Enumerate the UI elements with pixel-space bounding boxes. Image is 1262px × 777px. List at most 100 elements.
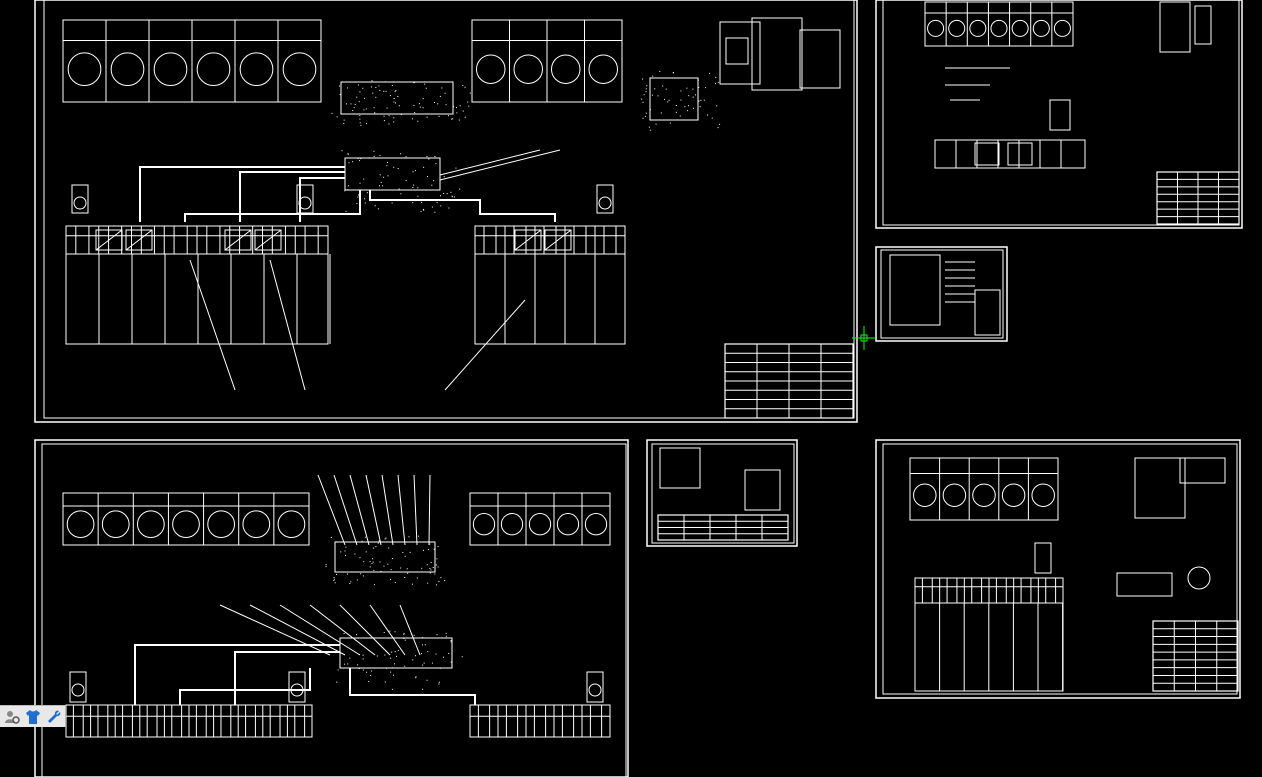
cad-circle <box>589 684 601 696</box>
cad-circle <box>68 53 101 86</box>
soil-hatch <box>344 120 345 121</box>
soil-hatch <box>390 95 391 96</box>
cad-circle <box>473 514 494 535</box>
soil-hatch <box>456 107 457 108</box>
tank-outline <box>470 493 610 545</box>
cad-line <box>429 475 430 545</box>
soil-hatch <box>413 185 414 186</box>
soil-hatch <box>395 90 396 91</box>
soil-hatch <box>434 549 435 550</box>
soil-hatch <box>445 93 446 94</box>
soil-hatch <box>386 91 387 92</box>
soil-hatch <box>453 106 454 107</box>
soil-hatch <box>715 83 716 84</box>
soil-hatch <box>365 202 366 203</box>
wrench-icon[interactable] <box>44 708 63 726</box>
soil-hatch <box>664 99 665 100</box>
user-settings-icon[interactable] <box>2 708 21 726</box>
cad-circle <box>1033 20 1049 36</box>
soil-hatch <box>428 549 429 550</box>
soil-hatch <box>331 113 332 114</box>
cad-circle <box>243 511 270 538</box>
soil-hatch <box>373 548 374 549</box>
soil-hatch <box>354 107 355 108</box>
soil-hatch <box>650 77 651 78</box>
cad-line <box>334 475 357 545</box>
soil-hatch <box>367 192 368 193</box>
soil-hatch <box>397 96 398 97</box>
soil-hatch <box>415 170 416 171</box>
soil-hatch <box>422 665 423 666</box>
soil-hatch <box>421 202 422 203</box>
soil-hatch <box>693 108 694 109</box>
cad-pipe <box>185 190 360 222</box>
soil-hatch <box>393 117 394 118</box>
soil-hatch <box>359 115 360 116</box>
soil-hatch <box>436 558 437 559</box>
soil-hatch <box>326 564 327 565</box>
soil-hatch <box>371 86 372 87</box>
soil-hatch <box>467 102 468 103</box>
soil-hatch <box>423 550 424 551</box>
soil-hatch <box>385 538 386 539</box>
soil-hatch <box>360 122 361 123</box>
soil-hatch <box>688 95 689 96</box>
soil-hatch <box>392 558 393 559</box>
soil-hatch <box>377 655 378 656</box>
equipment-row <box>470 705 610 737</box>
soil-hatch <box>393 121 394 122</box>
soil-hatch <box>417 121 418 122</box>
soil-hatch <box>438 567 439 568</box>
soil-hatch <box>415 676 416 677</box>
drawing-sheet-3 <box>876 247 1007 341</box>
soil-hatch <box>434 212 435 213</box>
soil-hatch <box>446 633 447 634</box>
soil-hatch <box>357 197 358 198</box>
cad-line <box>382 475 393 545</box>
cad-line <box>440 150 540 175</box>
soil-hatch <box>360 125 361 126</box>
soil-hatch <box>435 163 436 164</box>
soil-hatch <box>440 195 441 196</box>
soil-hatch <box>366 672 367 673</box>
soil-hatch <box>334 577 335 578</box>
soil-hatch <box>375 97 376 98</box>
soil-hatch <box>652 76 653 77</box>
soil-hatch <box>432 663 433 664</box>
soil-hatch <box>362 541 363 542</box>
soil-hatch <box>373 151 374 152</box>
soil-hatch <box>426 88 427 89</box>
cad-circle <box>477 55 506 84</box>
soil-hatch <box>427 680 428 681</box>
soil-hatch <box>646 91 647 92</box>
soil-hatch <box>384 632 385 633</box>
soil-hatch <box>456 112 457 113</box>
soil-hatch <box>385 81 386 82</box>
soil-hatch <box>384 116 385 117</box>
soil-hatch <box>370 675 371 676</box>
soil-hatch <box>408 536 409 537</box>
soil-hatch <box>394 663 395 664</box>
soil-hatch <box>424 84 425 85</box>
shirt-icon[interactable] <box>23 708 42 726</box>
soil-hatch <box>392 689 393 690</box>
cad-line <box>400 605 420 655</box>
soil-hatch <box>693 97 694 98</box>
soil-hatch <box>393 101 394 102</box>
drawing-sheet-5 <box>647 440 797 546</box>
soil-hatch <box>366 123 367 124</box>
soil-hatch <box>419 103 420 104</box>
soil-hatch <box>363 658 364 659</box>
soil-hatch <box>410 552 411 553</box>
cad-circle <box>501 514 522 535</box>
soil-hatch <box>452 196 453 197</box>
soil-hatch <box>716 105 717 106</box>
soil-hatch <box>373 562 374 563</box>
soil-hatch <box>378 543 379 544</box>
soil-hatch <box>431 562 432 563</box>
soil-hatch <box>374 584 375 585</box>
soil-hatch <box>359 101 360 102</box>
cad-line <box>545 230 571 250</box>
cad-circle <box>514 55 543 84</box>
